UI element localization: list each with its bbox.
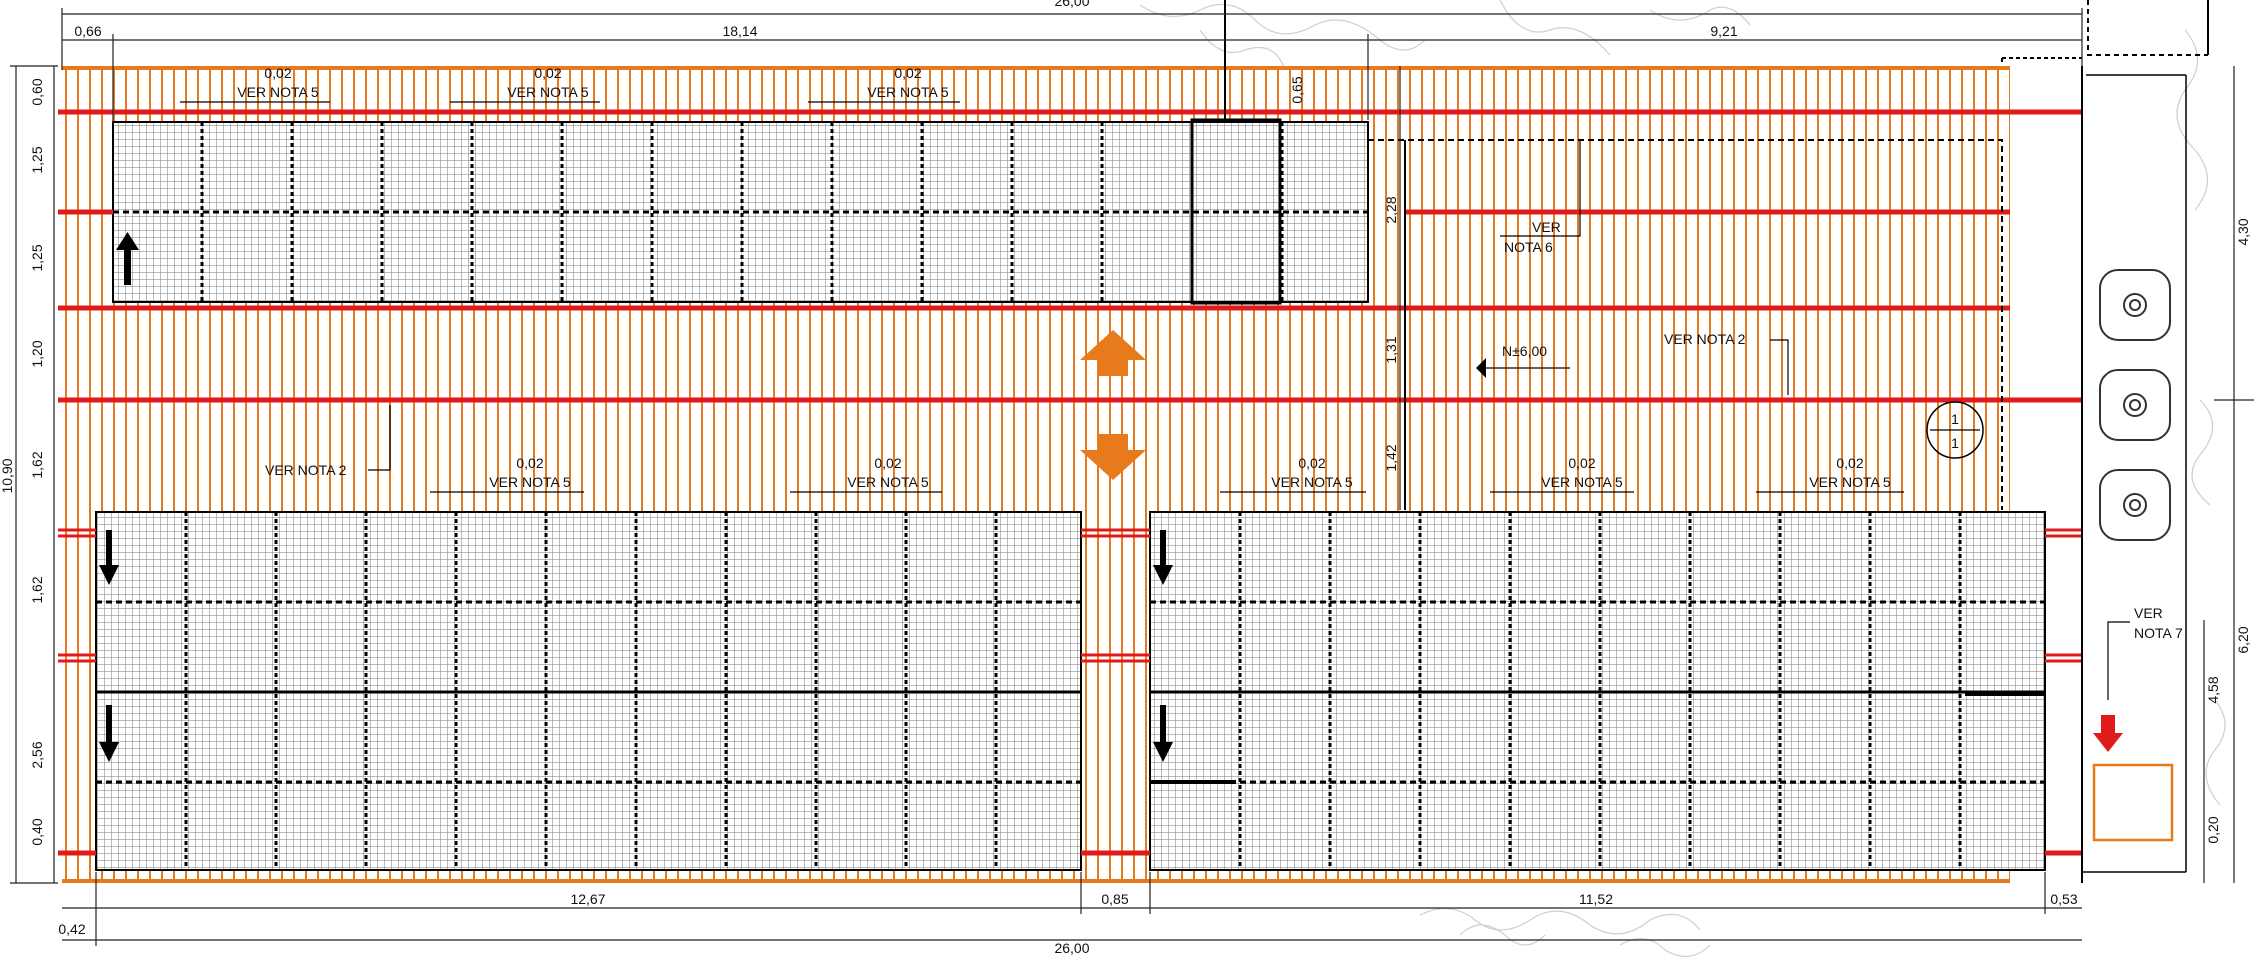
skylight-2 xyxy=(2099,369,2171,441)
dim-inner-3: 1,31 xyxy=(1383,336,1399,363)
panel-array-bottom-right-dividers xyxy=(1150,512,2045,870)
dim-left-4: 1,20 xyxy=(29,340,45,367)
dim-left-1: 0,60 xyxy=(29,78,45,105)
black-arrow-down-icon-1 xyxy=(99,530,119,585)
black-arrow-down-icon-4 xyxy=(1153,705,1173,762)
level-marker-icon xyxy=(1476,358,1486,378)
section-marker: 1 1 xyxy=(1926,401,1984,459)
svg-text:0,02: 0,02 xyxy=(1298,455,1325,471)
gap-note-6: 0,02 VER NOTA 5 xyxy=(1220,455,1366,493)
black-arrow-down-icon-2 xyxy=(99,705,119,762)
gap-note-3: 0,02 VER NOTA 5 xyxy=(808,65,960,103)
svg-text:VER NOTA 5: VER NOTA 5 xyxy=(1271,474,1353,490)
roof-bottom-border xyxy=(62,879,2010,883)
tree-sketch-bottom xyxy=(1419,908,1711,957)
svg-text:VER NOTA 5: VER NOTA 5 xyxy=(1809,474,1891,490)
level-mark: N±6,00 xyxy=(1502,343,1547,359)
black-arrow-up-icon xyxy=(116,232,139,285)
dim-bottom-left: 12,67 xyxy=(570,891,605,907)
dimension-lines xyxy=(10,8,2254,946)
dim-inner-2: 2,28 xyxy=(1383,196,1399,223)
gap-note-4: 0,02 VER NOTA 5 xyxy=(430,455,584,493)
red-structure-lines xyxy=(58,109,2082,856)
red-arrow-down-icon xyxy=(2093,715,2123,752)
dim-top-right: 9,21 xyxy=(1710,23,1737,39)
svg-text:VER NOTA 5: VER NOTA 5 xyxy=(1541,474,1623,490)
black-arrow-down-icon-3 xyxy=(1153,530,1173,585)
section-marker-bottom: 1 xyxy=(1951,435,1959,451)
dim-left-3: 1,25 xyxy=(29,244,45,271)
roof-top-border xyxy=(62,66,2010,70)
panel-array-top xyxy=(112,121,1369,303)
dim-right-1: 4,30 xyxy=(2235,218,2251,245)
dim-left-6: 1,62 xyxy=(29,576,45,603)
dim-top-total: 26,00 xyxy=(1054,0,1089,9)
svg-text:VER NOTA 5: VER NOTA 5 xyxy=(489,474,571,490)
dim-inner-4: 1,42 xyxy=(1383,444,1399,471)
svg-text:VER NOTA 5: VER NOTA 5 xyxy=(867,84,949,100)
dim-left-5: 1,62 xyxy=(29,451,45,478)
dim-inner-1: 0,65 xyxy=(1289,76,1305,103)
note-2-left: VER NOTA 2 xyxy=(265,462,347,478)
svg-text:VER NOTA 5: VER NOTA 5 xyxy=(507,84,589,100)
section-marker-top: 1 xyxy=(1951,411,1959,427)
skylight-1 xyxy=(2099,269,2171,341)
note-6-line2: NOTA 6 xyxy=(1504,239,1553,255)
gap-notes: 0,02 VER NOTA 5 0,02 VER NOTA 5 0,02 VER… xyxy=(180,65,1904,493)
reference-notes: VER NOTA 2 VER NOTA 2 VER NOTA 6 VER NOT… xyxy=(265,140,2183,700)
panel-array-bottom-left-dividers xyxy=(96,512,1081,870)
note-6-line1: VER xyxy=(1532,219,1561,235)
dim-bottom-edge-right: 0,53 xyxy=(2050,891,2077,907)
skylight-3 xyxy=(2099,469,2171,541)
orange-arrow-up-icon xyxy=(1080,330,1146,376)
dim-bottom-edge-left: 0,42 xyxy=(58,921,85,937)
gap-note-5: 0,02 VER NOTA 5 xyxy=(790,455,942,493)
dim-top-left: 0,66 xyxy=(74,23,101,39)
svg-text:0,02: 0,02 xyxy=(534,65,561,81)
dim-left-total: 10,90 xyxy=(0,458,15,493)
dim-bottom-right: 11,52 xyxy=(1579,891,1613,907)
tree-sketch-right xyxy=(2176,29,2226,806)
tree-sketch-top xyxy=(1139,0,1751,71)
dim-bottom-total: 26,00 xyxy=(1054,940,1089,956)
svg-text:0,02: 0,02 xyxy=(264,65,291,81)
dim-right-4: 0,20 xyxy=(2205,816,2221,843)
boundary-lines xyxy=(1224,0,2209,883)
skylight-units xyxy=(2099,269,2171,541)
gap-note-7: 0,02 VER NOTA 5 xyxy=(1490,455,1634,493)
svg-text:0,02: 0,02 xyxy=(1568,455,1595,471)
dim-left-7: 2,56 xyxy=(29,741,45,768)
svg-text:0,02: 0,02 xyxy=(894,65,921,81)
dim-left-2: 1,25 xyxy=(29,146,45,173)
svg-text:VER NOTA 5: VER NOTA 5 xyxy=(847,474,929,490)
panel-highlight-box xyxy=(1190,118,1282,305)
tree-sketch-group xyxy=(1139,0,2226,957)
svg-text:0,02: 0,02 xyxy=(874,455,901,471)
dim-top-mid: 18,14 xyxy=(722,23,757,39)
gap-note-2: 0,02 VER NOTA 5 xyxy=(450,65,600,103)
svg-text:VER NOTA 5: VER NOTA 5 xyxy=(237,84,319,100)
svg-text:0,02: 0,02 xyxy=(1836,455,1863,471)
flow-arrows xyxy=(99,232,2123,762)
dim-bottom-gap: 0,85 xyxy=(1101,891,1128,907)
note-7-line2: NOTA 7 xyxy=(2134,625,2183,641)
dim-right-3: 4,58 xyxy=(2205,676,2221,703)
note-2-right: VER NOTA 2 xyxy=(1664,331,1746,347)
gap-note-1: 0,02 VER NOTA 5 xyxy=(180,65,330,103)
svg-text:0,02: 0,02 xyxy=(516,455,543,471)
orange-arrow-down-icon xyxy=(1080,434,1146,480)
gap-note-8: 0,02 VER NOTA 5 xyxy=(1756,455,1904,493)
note-7-line1: VER xyxy=(2134,605,2163,621)
dim-left-8: 0,40 xyxy=(29,818,45,845)
inverter-box xyxy=(2092,763,2174,842)
dim-right-2: 6,20 xyxy=(2235,626,2251,653)
